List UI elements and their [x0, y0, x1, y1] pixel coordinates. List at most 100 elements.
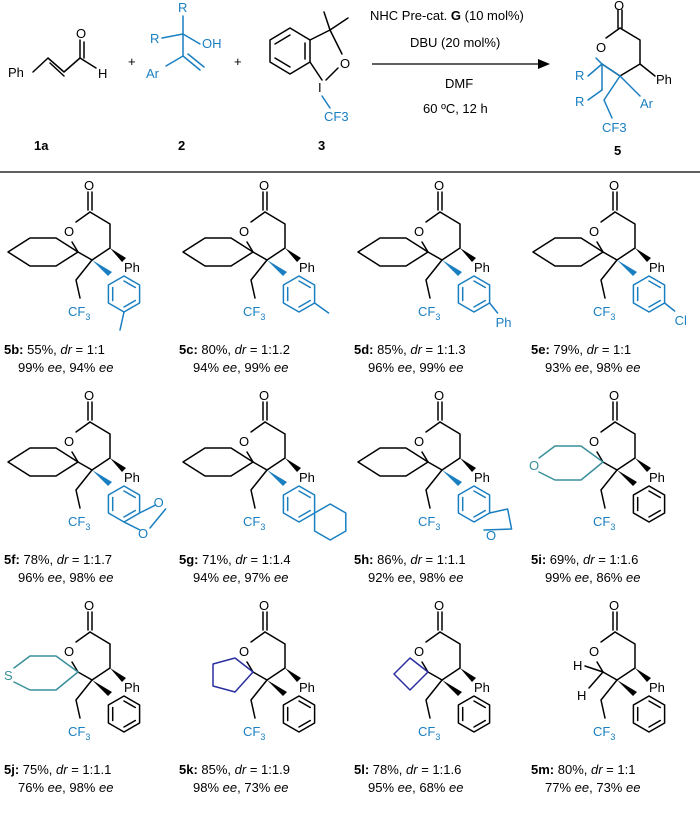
- compound-ee: 94% ee, 97% ee: [193, 570, 288, 585]
- phenyl-label: Ph: [649, 470, 665, 485]
- phenyl-label: Ph: [649, 260, 665, 275]
- phenyl-label: Ph: [474, 470, 490, 485]
- cf3-label: CF3: [68, 724, 90, 742]
- stereo-wedge: [110, 668, 126, 682]
- carbonyl-oxygen: O: [434, 178, 444, 193]
- ring-oxygen: O: [596, 40, 606, 55]
- reactant-2: R R OH Ar 2: [146, 0, 222, 153]
- heteroatom-label: O: [529, 458, 539, 473]
- ring-oxygen: O: [64, 224, 74, 239]
- stereo-wedge: [110, 458, 126, 472]
- compound-result: 5m: 80%, dr = 1:1: [531, 762, 635, 777]
- phenyl-label: Ph: [474, 260, 490, 275]
- phenyl-label: Ph: [299, 470, 315, 485]
- phenyl-label: Ph: [124, 680, 140, 695]
- aryl-wedge: [267, 260, 287, 276]
- condition-base: DBU (20 mol%): [410, 35, 500, 50]
- cf3-label: CF3: [324, 109, 349, 124]
- compound-ee: 93% ee, 98% ee: [545, 360, 640, 375]
- aryl-wedge: [442, 680, 462, 696]
- aryl-ring: [632, 695, 666, 733]
- stereo-wedge: [285, 668, 301, 682]
- compound-ee: 76% ee, 98% ee: [18, 780, 113, 795]
- aryl-ring: [457, 275, 491, 313]
- carbonyl-oxygen: O: [259, 388, 269, 403]
- compound-result: 5k: 85%, dr = 1:1.9: [179, 762, 290, 777]
- r-group-top: R: [178, 0, 187, 15]
- ring-oxygen: O: [64, 644, 74, 659]
- phenyl-label: Ph: [299, 680, 315, 695]
- ring-oxygen: O: [239, 644, 249, 659]
- compound-label-5: 5: [614, 143, 621, 158]
- aryl-wedge: [267, 680, 287, 696]
- stereo-wedge: [460, 668, 476, 682]
- cf3-label: CF3: [243, 514, 265, 532]
- reactant-3: O I CF3 3: [269, 11, 350, 153]
- carbonyl-oxygen: O: [259, 598, 269, 613]
- cf3-label: CF3: [593, 514, 615, 532]
- compound-ee: 94% ee, 99% ee: [193, 360, 288, 375]
- compound-ee: 98% ee, 73% ee: [193, 780, 288, 795]
- product-r-top: R: [575, 68, 584, 83]
- dioxole-oxygen: O: [154, 495, 164, 510]
- aldehyde-hydrogen: H: [98, 66, 107, 81]
- furan-oxygen: O: [486, 528, 496, 543]
- phenyl-label: Ph: [8, 65, 24, 80]
- aryl-wedge: [617, 260, 637, 276]
- aryl-wedge: [92, 680, 112, 696]
- stereo-wedge: [285, 248, 301, 262]
- aryl-wedge: [92, 260, 112, 276]
- reaction-conditions: NHC Pre-cat. G (10 mol%) DBU (20 mol%) D…: [370, 8, 550, 116]
- compound-label-3: 3: [318, 138, 325, 153]
- ring-oxygen: O: [589, 644, 599, 659]
- compound-ee: 99% ee, 86% ee: [545, 570, 640, 585]
- arrow-head: [538, 59, 550, 69]
- compound-result: 5b: 55%, dr = 1:1: [4, 342, 105, 357]
- product-cf3: CF3: [602, 120, 627, 135]
- compound-ee: 96% ee, 98% ee: [18, 570, 113, 585]
- compound-result: 5l: 78%, dr = 1:1.6: [354, 762, 461, 777]
- stereo-wedge: [635, 248, 651, 262]
- iodine-atom: I: [318, 80, 322, 95]
- ring-oxygen: O: [414, 434, 424, 449]
- compound-result: 5f: 78%, dr = 1:1.7: [4, 552, 112, 567]
- ring-oxygen: O: [414, 644, 424, 659]
- stereo-wedge: [460, 458, 476, 472]
- phenyl-label: Ph: [124, 470, 140, 485]
- phenyl-label: Ph: [474, 680, 490, 695]
- carbonyl-oxygen: O: [259, 178, 269, 193]
- plus-sign-1: +: [128, 54, 136, 69]
- aldehyde-oxygen: O: [76, 26, 86, 41]
- ring-oxygen: O: [589, 224, 599, 239]
- aryl-wedge: [267, 470, 287, 486]
- compound-result: 5d: 85%, dr = 1:1.3: [354, 342, 466, 357]
- phenyl-label: Ph: [124, 260, 140, 275]
- product-5: O O Ph R R Ar CF3 5: [575, 0, 672, 158]
- carbonyl-oxygen: O: [609, 178, 619, 193]
- carbonyl-oxygen: O: [84, 388, 94, 403]
- carbonyl-oxygen: O: [434, 388, 444, 403]
- phenyl-label: Ph: [649, 680, 665, 695]
- carbonyl-oxygen: O: [609, 598, 619, 613]
- aryl-ring: [282, 695, 316, 733]
- aryl-ring: [282, 485, 316, 523]
- aryl-ring: [457, 485, 491, 523]
- product-r-bottom: R: [575, 94, 584, 109]
- carbonyl-oxygen: O: [84, 178, 94, 193]
- phenyl-substituent: Ph: [496, 315, 512, 330]
- stereo-wedge: [110, 248, 126, 262]
- hydroxyl-group: OH: [202, 36, 222, 51]
- hydrogen-label: H: [577, 688, 586, 703]
- cf3-label: CF3: [418, 304, 440, 322]
- stereo-wedge: [635, 458, 651, 472]
- hydrogen-label: H: [573, 658, 582, 673]
